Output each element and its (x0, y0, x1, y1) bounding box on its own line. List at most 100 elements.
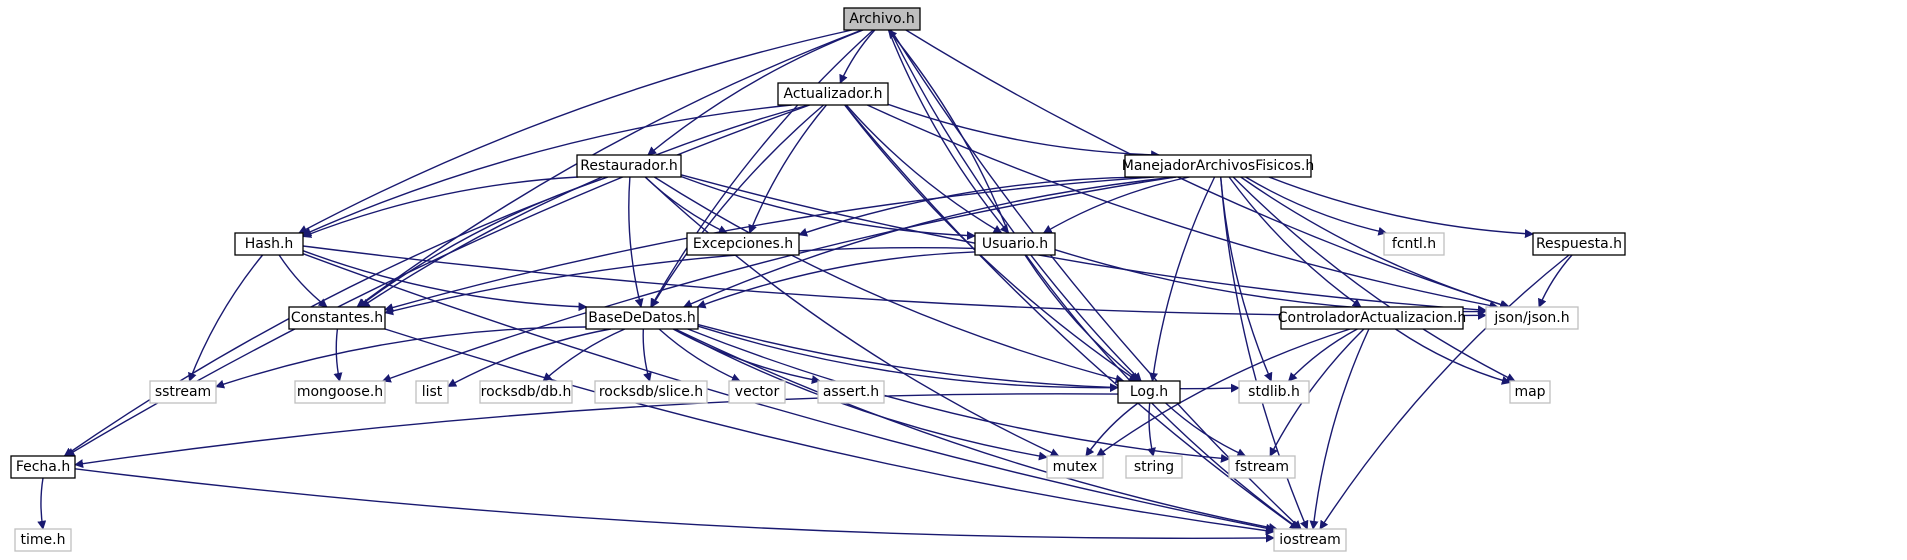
edge-archivo-to-actualizador (839, 29, 876, 84)
edge-basededatos-to-rocksdb_slice (642, 328, 652, 382)
node-constantes[interactable]: Constantes.h (288, 306, 386, 330)
node-json[interactable]: json/json.h (1485, 306, 1579, 330)
node-label-mongoose: mongoose.h (297, 384, 383, 400)
node-box-basededatos (585, 306, 699, 330)
node-time[interactable]: time.h (14, 528, 72, 552)
edge-basededatos-to-sstream (215, 326, 587, 389)
node-sstream[interactable]: sstream (149, 380, 217, 404)
node-label-constantes: Constantes.h (291, 310, 383, 326)
node-label-iostream: iostream (1279, 532, 1341, 548)
edge-basededatos-to-log (697, 325, 1119, 393)
edge-restaurador-to-json (680, 174, 1487, 315)
edge-log-to-fstream (1165, 402, 1247, 457)
node-fcntl[interactable]: fcntl.h (1383, 232, 1445, 256)
node-label-controlador: ControladorActualizacion.h (1278, 310, 1466, 326)
node-fecha[interactable]: Fecha.h (10, 455, 76, 479)
edge-fecha-to-time (37, 477, 47, 530)
node-excepciones[interactable]: Excepciones.h (686, 232, 800, 256)
edge-manejador-to-map (1232, 176, 1516, 382)
node-label-sstream: sstream (155, 384, 211, 400)
node-label-stdlib: stdlib.h (1248, 384, 1300, 400)
edge-controlador-to-fstream (1269, 328, 1365, 457)
node-basededatos[interactable]: BaseDeDatos.h (585, 306, 699, 330)
node-label-vector: vector (735, 384, 780, 400)
edge-log-to-mutex (1085, 402, 1139, 457)
edge-hash-to-json (302, 245, 1487, 320)
node-map[interactable]: map (1509, 380, 1551, 404)
node-fstream[interactable]: fstream (1228, 455, 1296, 479)
edge-manejador-to-respuesta (1268, 176, 1534, 239)
node-box-restaurador (576, 154, 682, 178)
node-list[interactable]: list (415, 380, 449, 404)
node-box-excepciones (686, 232, 800, 256)
node-box-mongoose (294, 380, 386, 404)
node-label-fstream: fstream (1235, 459, 1289, 475)
edge-restaurador-to-usuario (680, 175, 976, 241)
node-label-map: map (1514, 384, 1545, 400)
node-label-rocksdb_slice: rocksdb/slice.h (599, 384, 703, 400)
node-mutex[interactable]: mutex (1046, 455, 1104, 479)
edge-manejador-to-excepciones (798, 176, 1152, 237)
node-assert[interactable]: assert.h (817, 380, 885, 404)
edge-actualizador-to-iostream (844, 104, 1299, 530)
node-label-excepciones: Excepciones.h (693, 236, 793, 252)
node-label-actualizador: Actualizador.h (784, 86, 883, 102)
edge-manejador-to-log (1149, 176, 1216, 382)
edge-usuario-to-basededatos (696, 251, 976, 309)
node-stdlib[interactable]: stdlib.h (1238, 380, 1310, 404)
edge-basededatos-to-mutex (673, 328, 1048, 461)
node-manejador[interactable]: ManejadorArchivosFisicos.h (1122, 154, 1314, 178)
edge-fecha-to-iostream (74, 468, 1275, 543)
edge-log-to-string (1147, 402, 1156, 457)
edge-basededatos-to-rocksdb_db (542, 328, 626, 382)
node-rocksdb_slice[interactable]: rocksdb/slice.h (594, 380, 708, 404)
node-archivo[interactable]: Archivo.h (843, 7, 921, 31)
node-hash[interactable]: Hash.h (234, 232, 304, 256)
edge-hash-to-constantes (278, 254, 328, 308)
edge-respuesta-to-json (1538, 254, 1573, 308)
edge-controlador-to-iostream (1309, 328, 1370, 530)
node-label-time: time.h (21, 532, 66, 548)
node-mongoose[interactable]: mongoose.h (294, 380, 386, 404)
node-usuario[interactable]: Usuario.h (974, 232, 1056, 256)
node-box-manejador (1124, 154, 1312, 178)
node-box-archivo (843, 7, 921, 31)
edge-manejador-to-constantes (384, 176, 1155, 312)
edge-usuario-to-json (1054, 249, 1487, 317)
edge-archivo-to-hash (298, 29, 853, 234)
edge-actualizador-to-excepciones (748, 104, 827, 234)
node-respuesta[interactable]: Respuesta.h (1532, 232, 1626, 256)
node-label-fcntl: fcntl.h (1392, 236, 1436, 252)
edge-hash-to-iostream (302, 253, 1275, 533)
node-box-iostream (1273, 528, 1347, 552)
node-vector[interactable]: vector (728, 380, 786, 404)
node-string[interactable]: string (1125, 455, 1183, 479)
node-restaurador[interactable]: Restaurador.h (576, 154, 682, 178)
node-rocksdb_db[interactable]: rocksdb/db.h (479, 380, 573, 404)
node-label-assert: assert.h (823, 384, 879, 400)
edge-controlador-to-stdlib (1287, 328, 1358, 382)
node-box-string (1125, 455, 1183, 479)
edge-manejador-to-usuario (1042, 176, 1190, 234)
edge-manejador-to-mongoose (381, 176, 1176, 383)
node-controlador[interactable]: ControladorActualizacion.h (1278, 306, 1466, 330)
node-box-actualizador (777, 82, 889, 106)
edge-manejador-to-json (1240, 176, 1511, 309)
node-label-rocksdb_db: rocksdb/db.h (481, 384, 572, 400)
edge-restaurador-to-constantes (357, 176, 609, 308)
node-label-basededatos: BaseDeDatos.h (588, 310, 696, 326)
node-label-list: list (422, 384, 443, 400)
node-label-string: string (1134, 459, 1174, 475)
edge-actualizador-to-json (867, 104, 1499, 310)
node-actualizador[interactable]: Actualizador.h (777, 82, 889, 106)
edge-manejador-to-fcntl (1245, 176, 1388, 236)
node-log[interactable]: Log.h (1117, 380, 1181, 404)
edge-manejador-to-basededatos (682, 176, 1177, 308)
edge-hash-to-sstream (188, 254, 264, 382)
node-iostream[interactable]: iostream (1273, 528, 1347, 552)
edge-controlador-to-mutex (1096, 328, 1351, 457)
edge-restaurador-to-log (653, 176, 1125, 384)
edge-actualizador-to-usuario (845, 104, 1003, 234)
edge-manejador-to-controlador (1228, 176, 1362, 308)
